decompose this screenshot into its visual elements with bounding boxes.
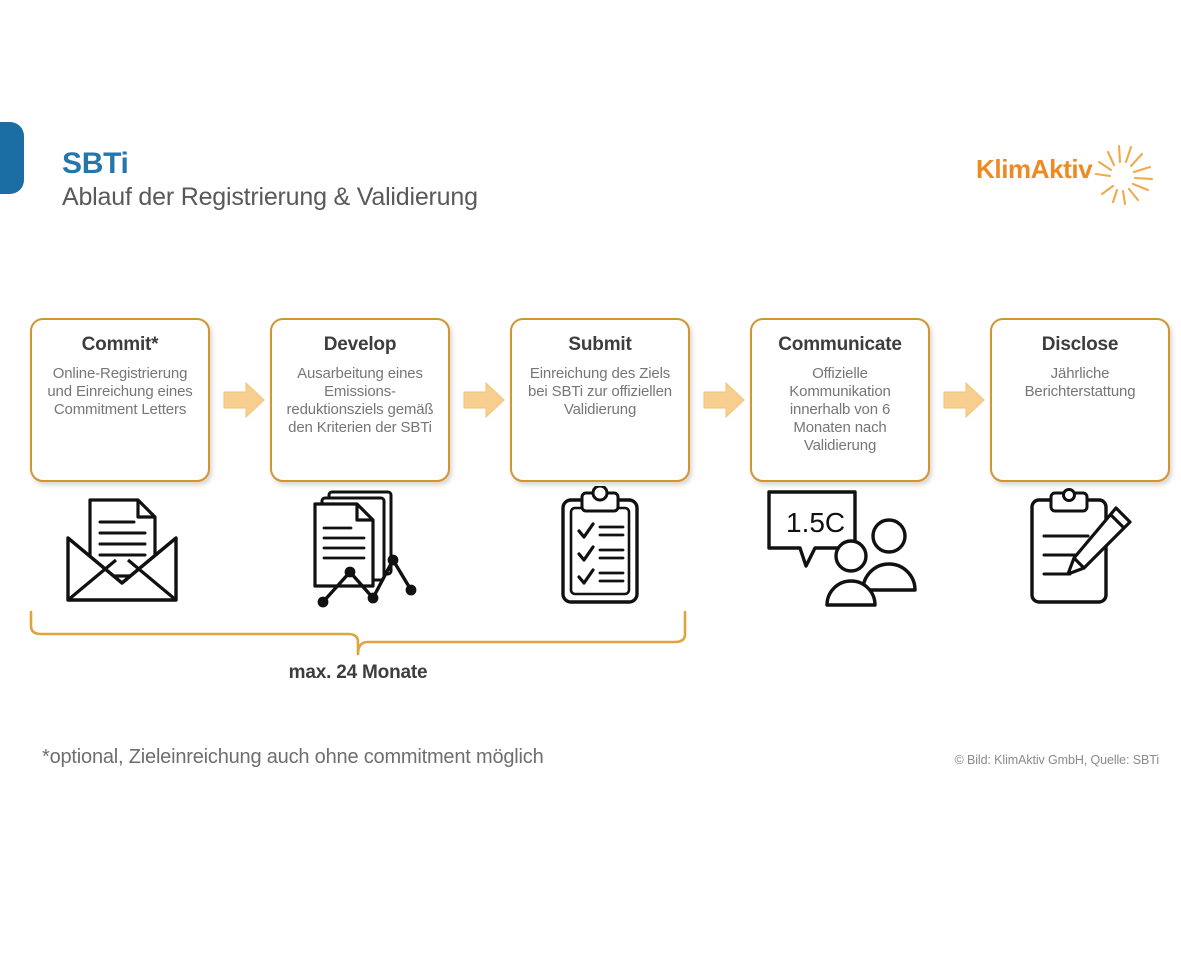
process-flow: Commit* Online-Registrierung und Einreic… <box>30 318 1170 488</box>
curly-brace-icon <box>29 610 687 656</box>
right-arrow-icon <box>943 381 985 419</box>
step-box-disclose[interactable]: Disclose Jährliche Berichterstattung <box>990 318 1170 482</box>
speech-bubble-people-icon: 1.5C <box>750 484 930 609</box>
step-title: Commit* <box>81 334 159 355</box>
step-description: Einreichung des Ziels bei SBTi zur offiz… <box>528 365 672 419</box>
logo-wordmark: KlimAktiv <box>976 154 1093 184</box>
step-box-commit[interactable]: Commit* Online-Registrierung und Einreic… <box>30 318 210 482</box>
bubble-label: 1.5C <box>786 507 845 538</box>
step-title: Develop <box>323 334 397 355</box>
right-arrow-icon <box>463 381 505 419</box>
step-description: Online-Registrierung und Einreichung ein… <box>47 365 193 419</box>
step-description: Jährliche Berichterstattung <box>1024 365 1136 401</box>
sunburst-rays-icon <box>1094 144 1154 206</box>
documents-chart-icon <box>270 484 450 609</box>
header-tab-marker <box>0 122 24 194</box>
page-title: SBTi <box>62 147 129 180</box>
klimaktiv-logo: KlimAktiv <box>976 140 1156 210</box>
right-arrow-icon <box>223 381 265 419</box>
step-description: Ausarbeitung eines Emissions-reduktionsz… <box>286 365 434 437</box>
clipboard-pencil-icon <box>990 484 1170 609</box>
step-icon-row: 1.5C <box>30 484 1165 609</box>
step-title: Disclose <box>1041 334 1119 355</box>
step-title: Communicate <box>778 334 902 355</box>
envelope-letter-icon <box>30 484 210 609</box>
page-title-block: SBTi Ablauf der Registrierung & Validier… <box>62 147 478 214</box>
step-box-develop[interactable]: Develop Ausarbeitung eines Emissions-red… <box>270 318 450 482</box>
right-arrow-icon <box>703 381 745 419</box>
step-box-submit[interactable]: Submit Einreichung des Ziels bei SBTi zu… <box>510 318 690 482</box>
copyright-text: © Bild: KlimAktiv GmbH, Quelle: SBTi <box>954 753 1160 767</box>
step-title: Submit <box>568 334 632 355</box>
duration-brace <box>28 608 688 656</box>
duration-label: max. 24 Monate <box>288 662 428 683</box>
step-description: Offizielle Kommunikation innerhalb von 6… <box>789 365 891 455</box>
clipboard-checklist-icon <box>510 484 690 609</box>
footnote-text: *optional, Zieleinreichung auch ohne com… <box>42 746 544 768</box>
page-subtitle: Ablauf der Registrierung & Validierung <box>62 183 478 212</box>
step-box-communicate[interactable]: Communicate Offizielle Kommunikation inn… <box>750 318 930 482</box>
